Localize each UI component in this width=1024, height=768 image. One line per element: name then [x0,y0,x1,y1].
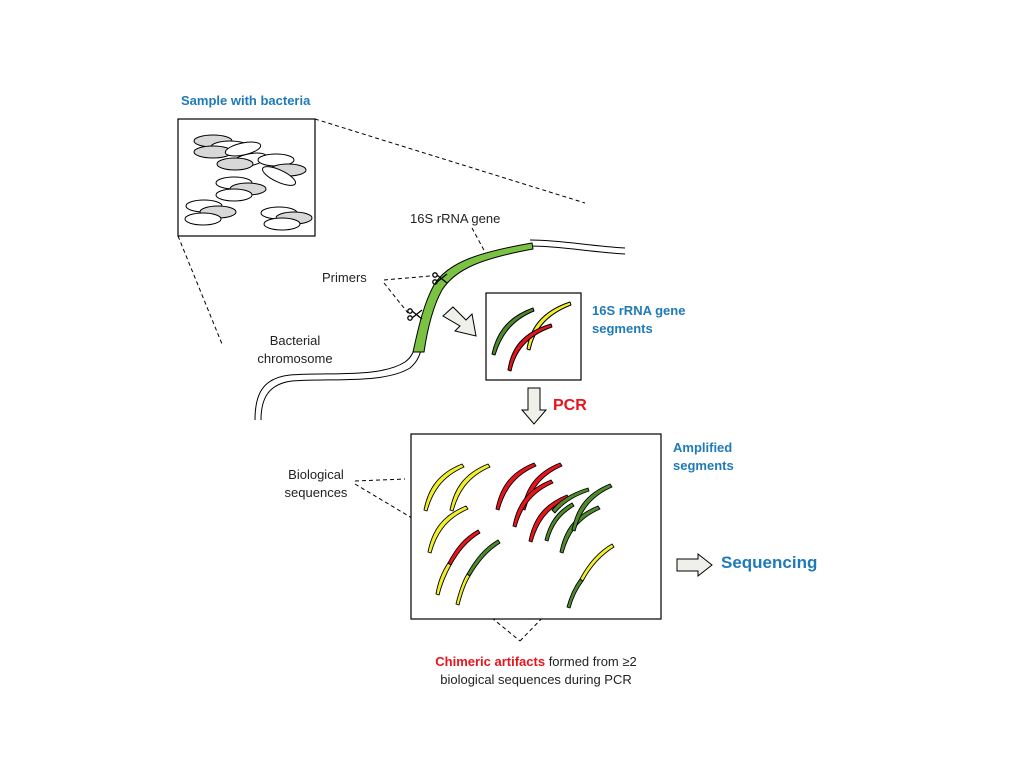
sequence-strand [423,463,465,512]
chimeric-label-line1: Chimeric artifacts formed from ≥2 [396,653,676,671]
zoom-lines [177,118,586,345]
sequence-strand [466,539,501,577]
segments-box [485,292,582,381]
chimeric-label: Chimeric artifacts formed from ≥2 biolog… [396,653,676,689]
chromosome-label-line2: chromosome [257,351,333,366]
biological-label-line2: sequences [284,485,348,500]
pcr-label: PCR [553,397,587,414]
sequencing-arrow [676,552,713,578]
sequencing-label: Sequencing [721,553,818,572]
arrow-to-segments [442,306,477,337]
gene-segment [412,242,534,353]
gene-label: 16S rRNA gene [410,211,501,226]
sequence-strand [544,502,575,542]
segments-label-line1: 16S rRNA gene [592,303,686,318]
sequence-strand [551,487,590,514]
sequence-strand [449,463,491,512]
chromosome-label-line1: Bacterial [269,333,321,348]
amplified-box [410,433,662,620]
sample-label: Sample with bacteria [181,93,311,108]
scissors-icon [432,272,448,285]
sequence-strand [512,479,554,528]
sample-box [177,118,316,237]
chromosome-label: Bacterial chromosome [250,332,340,368]
amplified-label-line1: Amplified [673,440,733,455]
pcr-arrow [520,387,548,425]
scissors-icon [407,308,423,321]
sequence-strand [579,543,615,582]
chimeric-rest-text: formed from ≥2 [545,654,637,669]
chimeric-label-line2: biological sequences during PCR [440,672,632,687]
biological-label: Biological sequences [278,466,354,502]
amplified-label-line2: segments [673,458,734,473]
sequence-strand [571,483,613,532]
sequence-strand [447,529,481,566]
primers-label: Primers [322,270,367,285]
chimeric-artifacts-text: Chimeric artifacts [435,654,546,669]
biological-label-line1: Biological [288,467,344,482]
segments-label-line2: segments [592,321,653,336]
segments-label: 16S rRNA gene segments [592,302,685,338]
sequence-strand [559,505,601,554]
sequence-strand [427,505,469,554]
amplified-label: Amplified segments [673,439,734,475]
sequence-strand [495,462,537,511]
